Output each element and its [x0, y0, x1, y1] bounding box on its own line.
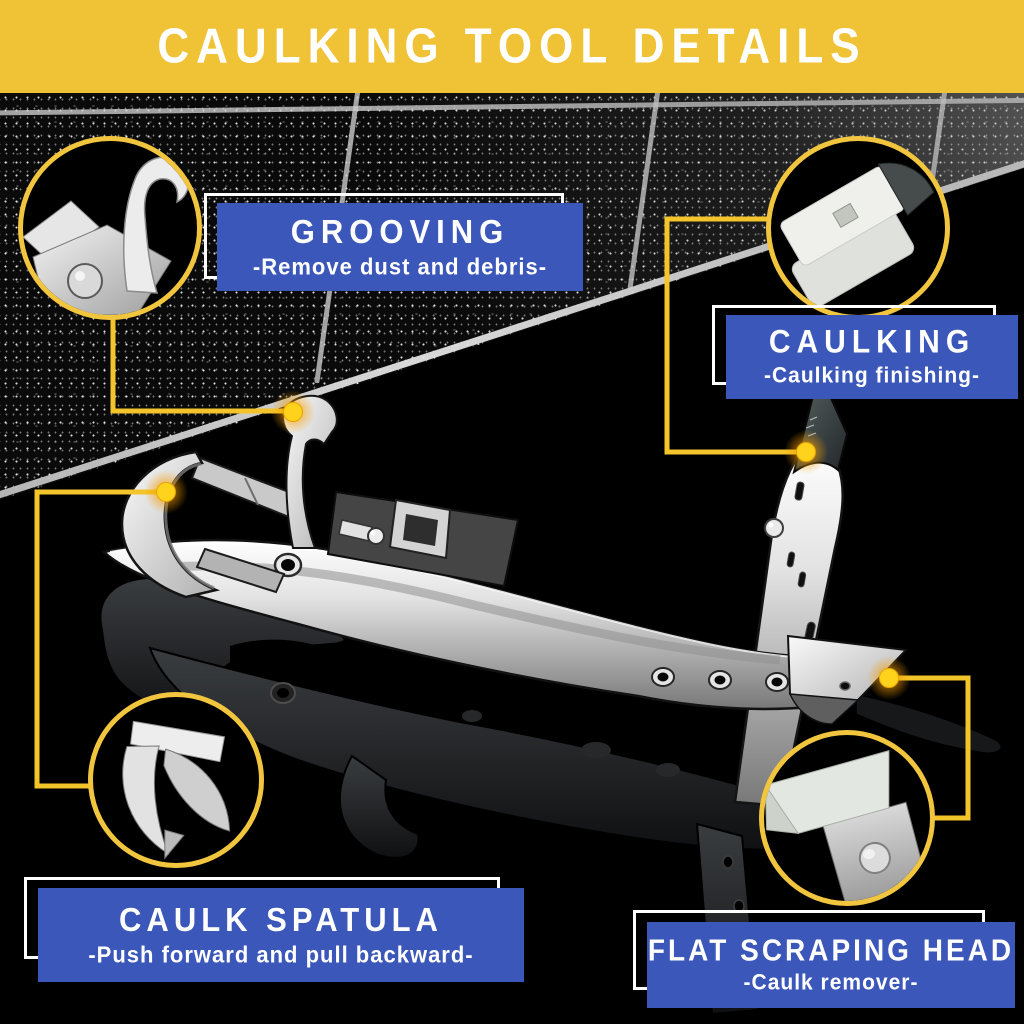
flat-scraping-head-label-box: FLAT SCRAPING HEAD -Caulk remover-	[647, 922, 1015, 1008]
caulk-spatula-closeup-circle	[88, 692, 264, 868]
glow-points	[144, 390, 911, 700]
grooving-label-box: GROOVING -Remove dust and debris-	[217, 203, 583, 291]
flat-scraping-head-subtitle: -Caulk remover-	[743, 970, 919, 995]
caulk-spatula-title: CAULK SPATULA	[119, 900, 443, 939]
flat-scraping-head-icon	[764, 750, 929, 901]
flat-scraper-closeup-circle	[759, 730, 935, 906]
tool-eyelets	[273, 552, 851, 692]
grooving-subtitle: -Remove dust and debris-	[252, 253, 548, 280]
grooving-connector-line	[110, 315, 291, 414]
caulk-spatula-subtitle: -Push forward and pull backward-	[88, 941, 474, 968]
grooving-title: GROOVING	[290, 212, 510, 251]
caulking-title: CAULKING	[768, 324, 976, 361]
grooving-hook-icon	[23, 156, 190, 315]
tool-scraper-tip	[786, 634, 909, 725]
caulking-connector-line	[664, 216, 803, 455]
caulking-subtitle: -Caulking finishing-	[764, 363, 980, 388]
title-banner: CAULKING TOOL DETAILS	[0, 0, 1024, 93]
flat-scraping-head-title: FLAT SCRAPING HEAD	[647, 933, 1015, 968]
grooving-closeup-circle	[18, 136, 202, 320]
caulking-closeup-circle	[766, 136, 950, 320]
caulking-tip-icon	[780, 162, 935, 308]
spatula-connector-line	[34, 489, 165, 789]
page-title: CAULKING TOOL DETAILS	[157, 18, 867, 74]
caulk-spatula-label-box: CAULK SPATULA -Push forward and pull bac…	[38, 888, 524, 982]
scraper-connector-line	[889, 675, 971, 821]
caulking-label-box: CAULKING -Caulking finishing-	[726, 315, 1018, 399]
caulk-spatula-icon	[122, 720, 231, 860]
